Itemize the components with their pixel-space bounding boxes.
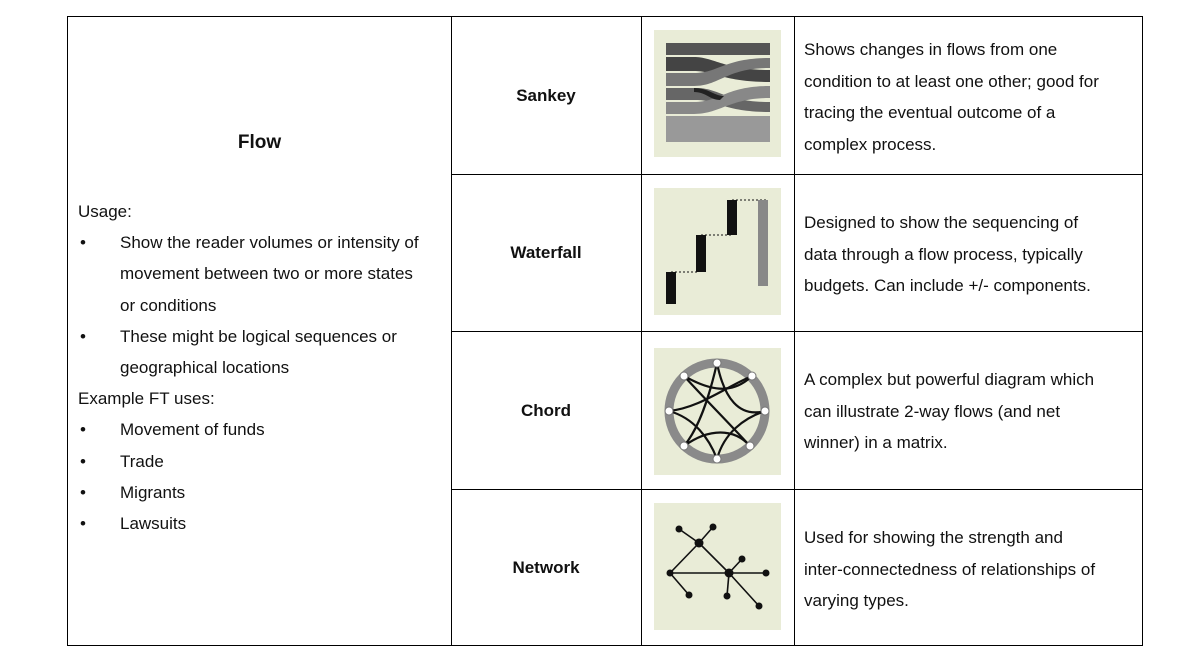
row-divider [451, 174, 1142, 175]
chart-name-chord: Chord [520, 401, 572, 420]
example-bullet: • Migrants [78, 477, 443, 508]
description-line: tracing the eventual outcome of a [804, 103, 1056, 122]
example-bullet: • Movement of funds [78, 414, 443, 445]
description-line: can illustrate 2-way flows (and net [804, 401, 1061, 421]
network-icon [654, 503, 781, 630]
description-line: budgets. Can include +/- components. [804, 276, 1091, 295]
bullet-icon: • [80, 451, 86, 471]
example-bullet-text: Trade [120, 451, 164, 471]
category-heading: Flow [237, 132, 282, 153]
description-line: varying types. [804, 591, 909, 610]
sankey-description: Shows changes in flows from one conditio… [804, 34, 1130, 160]
description-line: Designed to show the sequencing of [804, 213, 1079, 232]
description-line: condition to at least one other; good fo… [804, 71, 1099, 91]
example-bullet-text: Movement of funds [120, 420, 265, 440]
chart-name-waterfall: Waterfall [510, 243, 582, 262]
bullet-icon: • [80, 482, 86, 502]
usage-bullet: • Show the reader volumes or intensity o… [78, 227, 443, 321]
usage-bullet-line: Show the reader volumes or intensity of [120, 233, 419, 253]
description-line: inter-connectedness of relationships of [804, 559, 1096, 579]
chord-icon [654, 348, 781, 475]
example-label: Example FT uses: [78, 389, 215, 409]
waterfall-icon [654, 188, 781, 315]
example-bullet-text: Lawsuits [120, 514, 187, 534]
chart-name-network: Network [512, 558, 580, 577]
network-description: Used for showing the strength and inter-… [804, 522, 1130, 617]
category-description: Usage: • Show the reader volumes or inte… [78, 196, 443, 539]
usage-bullet-line: geographical locations [120, 358, 290, 378]
waterfall-description: Designed to show the sequencing of data … [804, 207, 1130, 302]
bullet-icon: • [80, 420, 86, 440]
bullet-icon: • [80, 514, 86, 534]
description-line: complex process. [804, 134, 937, 154]
description-line: Used for showing the strength and [804, 528, 1063, 547]
example-bullet: • Lawsuits [78, 508, 443, 539]
example-bullet: • Trade [78, 446, 443, 477]
usage-bullet-line: movement between two or more states [120, 264, 413, 284]
flow-table: Flow Usage: • Show the reader volumes or… [67, 16, 1143, 646]
row-divider [451, 489, 1142, 490]
usage-bullet: • These might be logical sequences or ge… [78, 321, 443, 383]
example-bullet-text: Migrants [120, 482, 186, 502]
description-line: Shows changes in flows from one [804, 40, 1058, 59]
usage-bullet-line: These might be logical sequences or [120, 326, 397, 346]
description-line: winner) in a matrix. [804, 433, 948, 452]
chart-name-sankey: Sankey [516, 86, 576, 105]
usage-bullet-line: or conditions [120, 295, 217, 315]
description-line: data through a flow process, typically [804, 244, 1083, 264]
chord-description: A complex but powerful diagram which can… [804, 364, 1130, 459]
row-divider [451, 331, 1142, 332]
bullet-icon: • [80, 233, 86, 253]
category-cell: Flow Usage: • Show the reader volumes or… [68, 17, 451, 645]
bullet-icon: • [80, 326, 86, 346]
usage-label: Usage: [78, 202, 132, 221]
description-line: A complex but powerful diagram which [804, 370, 1095, 389]
sankey-icon [654, 30, 781, 157]
